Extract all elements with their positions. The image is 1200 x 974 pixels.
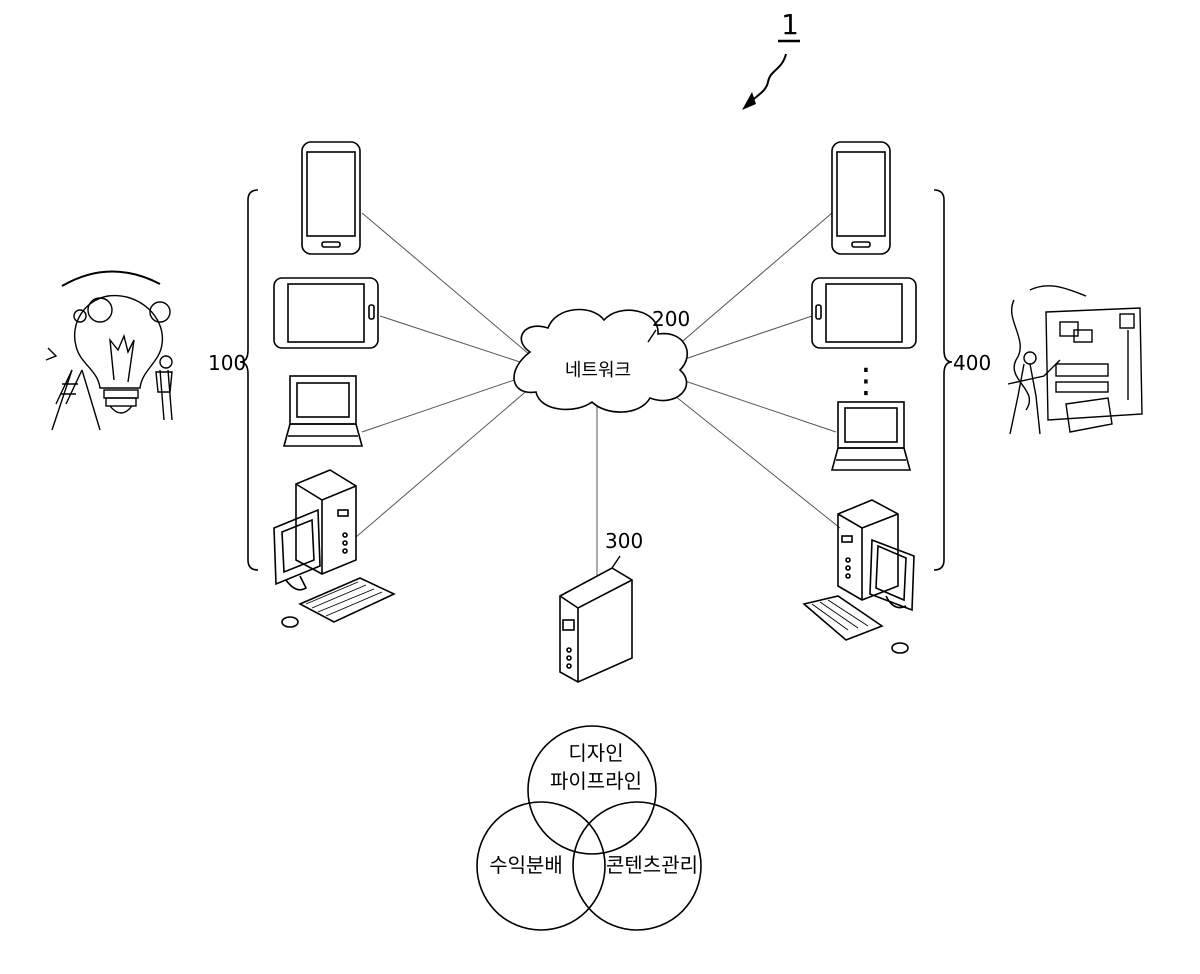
- venn-left-label: 수익분배: [489, 853, 563, 877]
- figure-number: 1: [781, 8, 799, 41]
- figure-reference: 1: [742, 8, 800, 110]
- left-laptop-icon: [284, 376, 362, 446]
- link-right-phone: [670, 213, 832, 352]
- link-right-tablet: [682, 316, 812, 360]
- server-icon: [560, 568, 632, 682]
- left-smartphone-icon: [302, 142, 360, 254]
- server-ref-label: 300: [605, 529, 643, 553]
- link-right-laptop: [682, 380, 836, 432]
- link-left-laptop: [362, 378, 520, 432]
- network-label: 네트워크: [565, 360, 631, 381]
- right-group-brace: 400: [934, 190, 991, 570]
- venn-diagram: 디자인 파이프라인 수익분배 콘텐츠관리: [477, 726, 701, 930]
- link-right-desktop: [670, 392, 840, 528]
- venn-right-label: 콘텐츠관리: [606, 853, 698, 877]
- link-left-tablet: [380, 316, 520, 362]
- network-ref-label: 200: [652, 307, 690, 331]
- figure-arrow-shaft: [748, 54, 786, 104]
- network-cloud: 네트워크 200: [514, 307, 690, 412]
- link-left-desktop: [356, 388, 530, 537]
- left-tablet-icon: [274, 278, 378, 348]
- group-left-label: 100: [208, 351, 246, 375]
- content-design-illustration: [1008, 286, 1142, 434]
- figure-arrow-head: [742, 92, 756, 110]
- server-ref-leader: [612, 556, 620, 568]
- right-desktop-icon: [804, 500, 914, 653]
- group-right-label: 400: [953, 351, 991, 375]
- link-left-phone: [362, 213, 530, 355]
- right-laptop-icon: [832, 402, 910, 470]
- left-group-brace: 100: [208, 190, 258, 570]
- more-devices-ellipsis: ⋮: [849, 361, 883, 401]
- venn-top-line1: 디자인: [568, 741, 623, 765]
- left-desktop-icon: [274, 470, 394, 627]
- idea-lightbulb-illustration: [46, 271, 172, 430]
- right-tablet-icon: [812, 278, 916, 348]
- right-smartphone-icon: [832, 142, 890, 254]
- venn-top-line2: 파이프라인: [550, 769, 642, 793]
